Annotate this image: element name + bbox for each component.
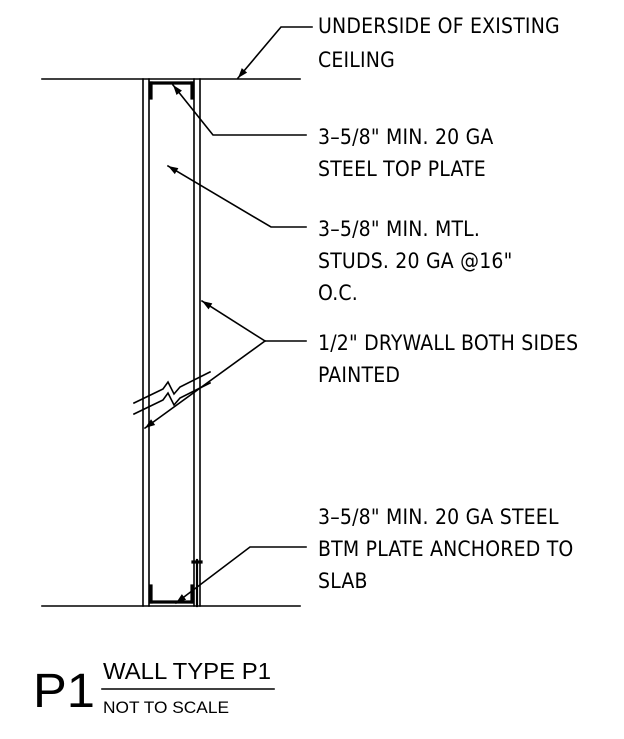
leader-lines — [143, 26, 313, 605]
note-ceiling-line2: CEILING — [318, 48, 395, 72]
note-bottom-plate-line2: BTM PLATE ANCHORED TO — [318, 537, 574, 561]
note-top-plate: 3–5/8" MIN. 20 GA STEEL TOP PLATE — [318, 125, 500, 181]
note-studs: 3–5/8" MIN. MTL. STUDS. 20 GA @16" O.C. — [318, 217, 519, 305]
leader-drywall-left — [143, 339, 267, 430]
detail-title-block: P1 WALL TYPE P1 NOT TO SCALE — [33, 658, 275, 718]
detail-title: WALL TYPE P1 — [103, 658, 271, 684]
note-bottom-plate-line1: 3–5/8" MIN. 20 GA STEEL — [318, 505, 559, 529]
leader-ceiling — [236, 26, 313, 80]
leader-studs — [166, 164, 307, 228]
note-ceiling: UNDERSIDE OF EXISTING CEILING — [318, 14, 566, 72]
note-studs-line1: 3–5/8" MIN. MTL. — [318, 217, 480, 241]
note-studs-line3: O.C. — [318, 281, 358, 305]
wall-assembly — [142, 78, 203, 608]
note-drywall: 1/2" DRYWALL BOTH SIDES PAINTED — [318, 331, 585, 387]
leader-top-plate — [171, 83, 307, 136]
note-drywall-line2: PAINTED — [318, 363, 400, 387]
note-bottom-plate-line3: SLAB — [318, 569, 368, 593]
note-top-plate-line1: 3–5/8" MIN. 20 GA — [318, 125, 494, 149]
detail-tag: P1 — [33, 665, 95, 718]
leader-drywall-right — [200, 299, 267, 343]
note-ceiling-line1: UNDERSIDE OF EXISTING — [318, 14, 560, 38]
break-line-symbol — [132, 370, 212, 416]
leader-bottom-plate — [174, 546, 307, 605]
note-studs-line2: STUDS. 20 GA @16" — [318, 249, 513, 273]
note-drywall-line1: 1/2" DRYWALL BOTH SIDES — [318, 331, 578, 355]
note-top-plate-line2: STEEL TOP PLATE — [318, 157, 486, 181]
note-bottom-plate: 3–5/8" MIN. 20 GA STEEL BTM PLATE ANCHOR… — [318, 505, 580, 593]
detail-scale: NOT TO SCALE — [103, 698, 229, 717]
